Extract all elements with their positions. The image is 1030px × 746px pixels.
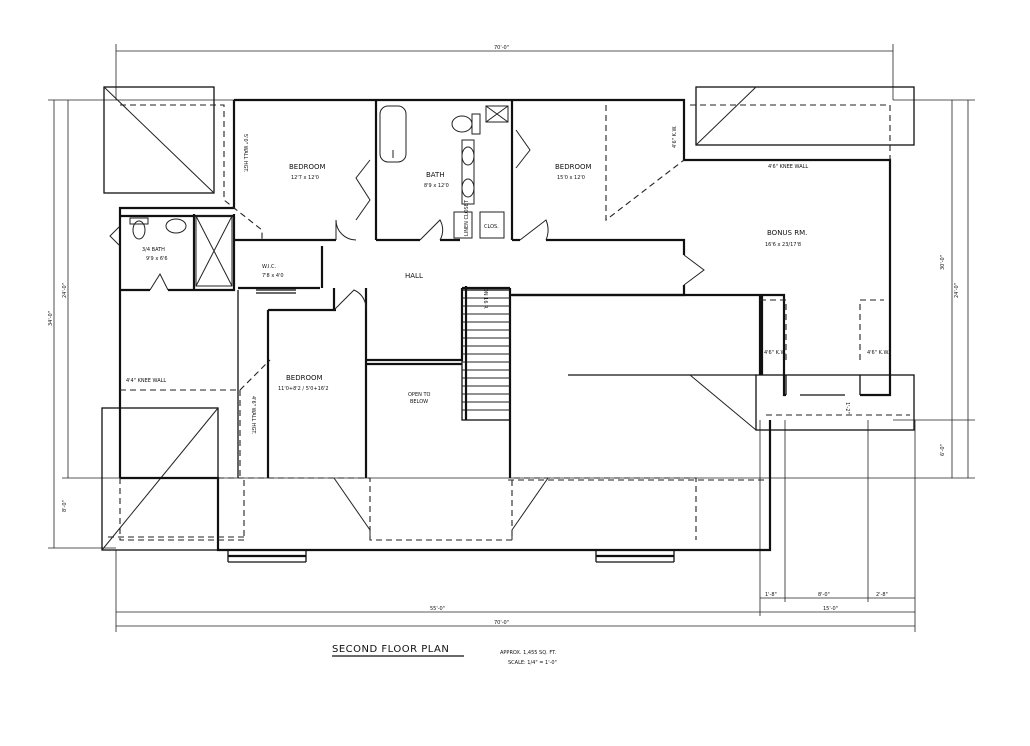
dormers <box>101 86 915 551</box>
dim-bottom-total: 70'-0" <box>494 620 509 626</box>
dim-bottom-main: 55'-0" <box>430 606 445 612</box>
linen-closet-label: LINEN CLOSET <box>464 199 470 236</box>
stair-down-label: DN 16 R <box>482 288 488 309</box>
bedroom-ne-size: 15'0 x 12'0 <box>557 175 585 181</box>
doors <box>109 129 705 540</box>
interior-walls <box>120 100 762 478</box>
note-kw-right: 4'6" K.W. <box>867 350 890 356</box>
plan-area: APPROX. 1,455 SQ. FT. <box>500 650 557 656</box>
dim-seg-b: 8'-0" <box>818 592 830 598</box>
note-small-dim: 1'-2" <box>844 402 850 414</box>
note-knee-sw: 4'4" KNEE WALL <box>126 378 166 384</box>
dim-right-outer: 30'-0" <box>940 255 946 270</box>
stairs <box>461 286 511 421</box>
dim-right-bottom: 6'-0" <box>940 444 946 456</box>
dim-right-inner: 24'-0" <box>954 283 960 298</box>
wic-size: 7'8 x 4'0 <box>262 273 284 279</box>
fixtures <box>129 105 509 294</box>
note-kw-left: 4'6" K.W. <box>764 350 787 356</box>
title-block: SECOND FLOOR PLAN APPROX. 1,455 SQ. FT. … <box>332 644 557 666</box>
bedroom-nw-size: 12'7 x 12'0 <box>291 175 319 181</box>
exterior-walls <box>118 98 892 563</box>
dim-left-inner: 24'-0" <box>62 283 68 298</box>
dim-right-sub: 15'-0" <box>823 606 838 612</box>
open-to-below-1: OPEN TO <box>408 392 430 398</box>
hall-label: HALL <box>405 272 423 280</box>
wall-notes: 5'0" WALL HGT. 4'6" K.W. 4'6" KNEE WALL … <box>126 125 890 435</box>
bedroom-ne-name: BEDROOM <box>555 163 592 171</box>
bath34-name: 3/4 BATH <box>142 247 165 253</box>
dim-top: 70'-0" <box>494 45 509 51</box>
bath34-size: 9'9 x 6'6 <box>146 256 168 262</box>
plan-title: SECOND FLOOR PLAN <box>332 644 449 655</box>
open-to-below-2: BELOW <box>410 399 428 405</box>
bath-size: 8'9 x 12'0 <box>424 183 449 189</box>
bonus-room-size: 16'6 x 23/17'8 <box>765 242 801 248</box>
bedroom-sw-size: 11'0+8'2 / 5'0+16'2 <box>278 386 329 392</box>
note-kw-ne: 4'6" K.W. <box>672 125 678 148</box>
plan-scale: SCALE: 1/4" = 1'-0" <box>508 660 557 666</box>
bedroom-nw-name: BEDROOM <box>289 163 326 171</box>
dim-left-outer: 34'-0" <box>48 311 54 326</box>
wic-name: W.I.C. <box>262 264 277 270</box>
dim-seg-a: 1'-8" <box>765 592 777 598</box>
dim-seg-c: 2'-8" <box>876 592 888 598</box>
bath-name: BATH <box>426 171 445 179</box>
bedroom-sw-name: BEDROOM <box>286 374 323 382</box>
dim-left-bottom: 8'-0" <box>62 500 68 512</box>
bonus-room-name: BONUS RM. <box>767 229 807 237</box>
note-wall-hgt-sw: 4'6" WALL HGT. <box>250 396 256 435</box>
note-wall-hgt-top: 5'0" WALL HGT. <box>242 134 248 173</box>
note-knee-bonus: 4'6" KNEE WALL <box>768 164 808 170</box>
closet-label: CLOS. <box>484 224 499 230</box>
dimension-labels: 70'-0" 55'-0" 70'-0" 15'-0" 1'-8" 8'-0" … <box>48 45 960 626</box>
dimension-lines <box>48 44 975 632</box>
room-labels: BEDROOM 12'7 x 12'0 BATH 8'9 x 12'0 BEDR… <box>142 163 807 405</box>
